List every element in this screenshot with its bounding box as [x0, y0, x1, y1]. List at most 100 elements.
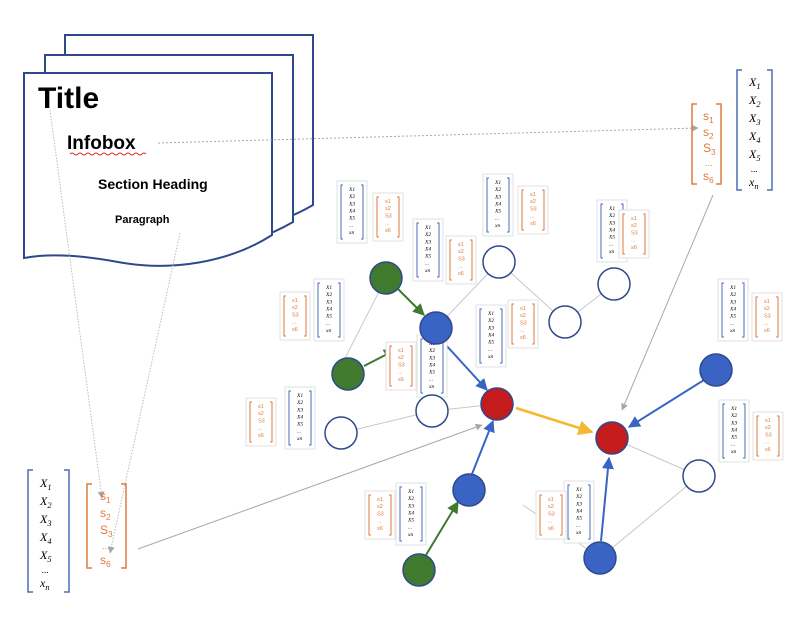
s-mini-item: s1 — [764, 299, 770, 305]
x-mini-item: ... — [730, 321, 734, 327]
x-mini-item: X5 — [494, 209, 501, 215]
mini-vector-bracket — [249, 401, 273, 443]
x-mini-item: X4 — [494, 200, 501, 207]
pointer-arrows — [49, 109, 714, 554]
x-mini-item: X5 — [608, 235, 615, 241]
x-mini-item: X4 — [729, 305, 736, 312]
white-node[interactable] — [415, 394, 449, 428]
white-node[interactable] — [597, 267, 631, 301]
blue-node[interactable] — [583, 541, 617, 575]
s-mini-item: ... — [385, 221, 390, 227]
s-mini-item: s2 — [377, 504, 383, 510]
mini-vector-bracket — [479, 308, 503, 364]
mini-vector-bracket — [340, 184, 364, 240]
s-mini-item: ... — [520, 328, 525, 334]
x-mini-item: X1 — [608, 206, 615, 212]
x-mini-item: ... — [326, 321, 330, 327]
s-vector: s1 s2 S3 ... s6 — [703, 109, 716, 185]
s-mini-item: s6 — [458, 271, 464, 277]
embedding-cards: X1X2X3X4X5...xns1s2S3...s6X1X2X3X4X5...x… — [245, 173, 784, 546]
blue-node[interactable] — [452, 473, 486, 507]
s-mini-item: s6 — [292, 327, 298, 333]
section-to-bottom-vector-arrow — [107, 232, 181, 554]
x-mini-item: X5 — [487, 340, 494, 346]
x-item: xn — [39, 576, 50, 592]
edge — [599, 475, 700, 559]
x-mini-item: X4 — [296, 413, 303, 420]
x-mini-item: X5 — [407, 518, 414, 524]
x-item: ... — [751, 164, 758, 174]
green-node[interactable] — [402, 553, 436, 587]
x-mini-item: X1 — [348, 187, 355, 193]
blue-node[interactable] — [699, 353, 733, 387]
white-node[interactable] — [548, 305, 582, 339]
x-mini-item: X4 — [348, 207, 355, 214]
s-item: s1 — [100, 489, 111, 505]
x-item: X5 — [748, 147, 761, 163]
s-vector-bracket — [691, 103, 722, 185]
x-mini-item: X3 — [325, 299, 332, 305]
white-node[interactable] — [682, 459, 716, 493]
x-item: X2 — [748, 93, 761, 109]
x-mini-item: X2 — [428, 348, 435, 354]
s-item: ... — [102, 541, 110, 551]
mini-vector-bracket — [399, 486, 423, 542]
mini-vector-bracket — [376, 196, 400, 238]
x-vector: X1 X2 X3 X4 X5 ... xn — [748, 75, 761, 191]
mini-vector-bracket — [288, 390, 312, 446]
blue-node[interactable] — [419, 311, 453, 345]
mini-vector-bracket — [756, 415, 780, 457]
top-right-vectors: s1 s2 S3 ... s6 X1 X2 X3 X4 X5 ... xn — [691, 69, 773, 191]
green-node[interactable] — [369, 261, 403, 295]
s-mini-item: ... — [292, 320, 297, 326]
bottom-vector-to-red-node-arrow — [137, 423, 483, 550]
doc-paragraph: Paragraph — [115, 214, 170, 226]
s-mini-item: s6 — [377, 526, 383, 532]
x-item: X4 — [748, 129, 761, 145]
s-mini-item: ... — [377, 519, 382, 525]
red-node[interactable] — [480, 387, 514, 421]
x-mini-item: ... — [408, 525, 412, 531]
x-mini-item: X2 — [325, 292, 332, 298]
red-node[interactable] — [595, 421, 629, 455]
x-mini-item: xn — [348, 230, 354, 236]
white-node[interactable] — [482, 245, 516, 279]
s-mini-item: s2 — [258, 411, 264, 417]
x-mini-item: X2 — [407, 496, 414, 502]
x-mini-item: X1 — [407, 489, 414, 495]
x-mini-item: xn — [575, 530, 581, 536]
mini-vector-bracket — [449, 239, 473, 281]
s-mini-item: s1 — [292, 298, 298, 304]
s-mini-item: S3 — [530, 206, 537, 212]
s-mini-item: s2 — [385, 206, 391, 212]
x-mini-item: ... — [576, 523, 580, 529]
x-mini-item: xn — [407, 532, 413, 538]
s-mini-item: s1 — [458, 242, 464, 248]
x-mini-item: xn — [608, 249, 614, 255]
white-node[interactable] — [324, 416, 358, 450]
x-item: X1 — [39, 476, 52, 492]
s-mini-item: S3 — [631, 230, 638, 236]
mini-vector-bracket — [521, 189, 545, 231]
s-mini-item: s1 — [385, 199, 391, 205]
x-item: X4 — [39, 530, 52, 546]
x-mini-item: X2 — [296, 400, 303, 406]
x-mini-item: xn — [730, 449, 736, 455]
green-node[interactable] — [331, 357, 365, 391]
s-mini-item: s6 — [548, 526, 554, 532]
s-mini-item: s2 — [548, 504, 554, 510]
x-vector-bracket — [27, 469, 70, 593]
x-mini-item: X5 — [428, 370, 435, 376]
x-mini-item: xn — [487, 354, 493, 360]
x-mini-item: X5 — [325, 314, 332, 320]
blue-edge — [627, 379, 705, 428]
bottom-left-vectors: X1 X2 X3 X4 X5 ... xn s1 s2 S3 ... s6 — [27, 469, 127, 593]
